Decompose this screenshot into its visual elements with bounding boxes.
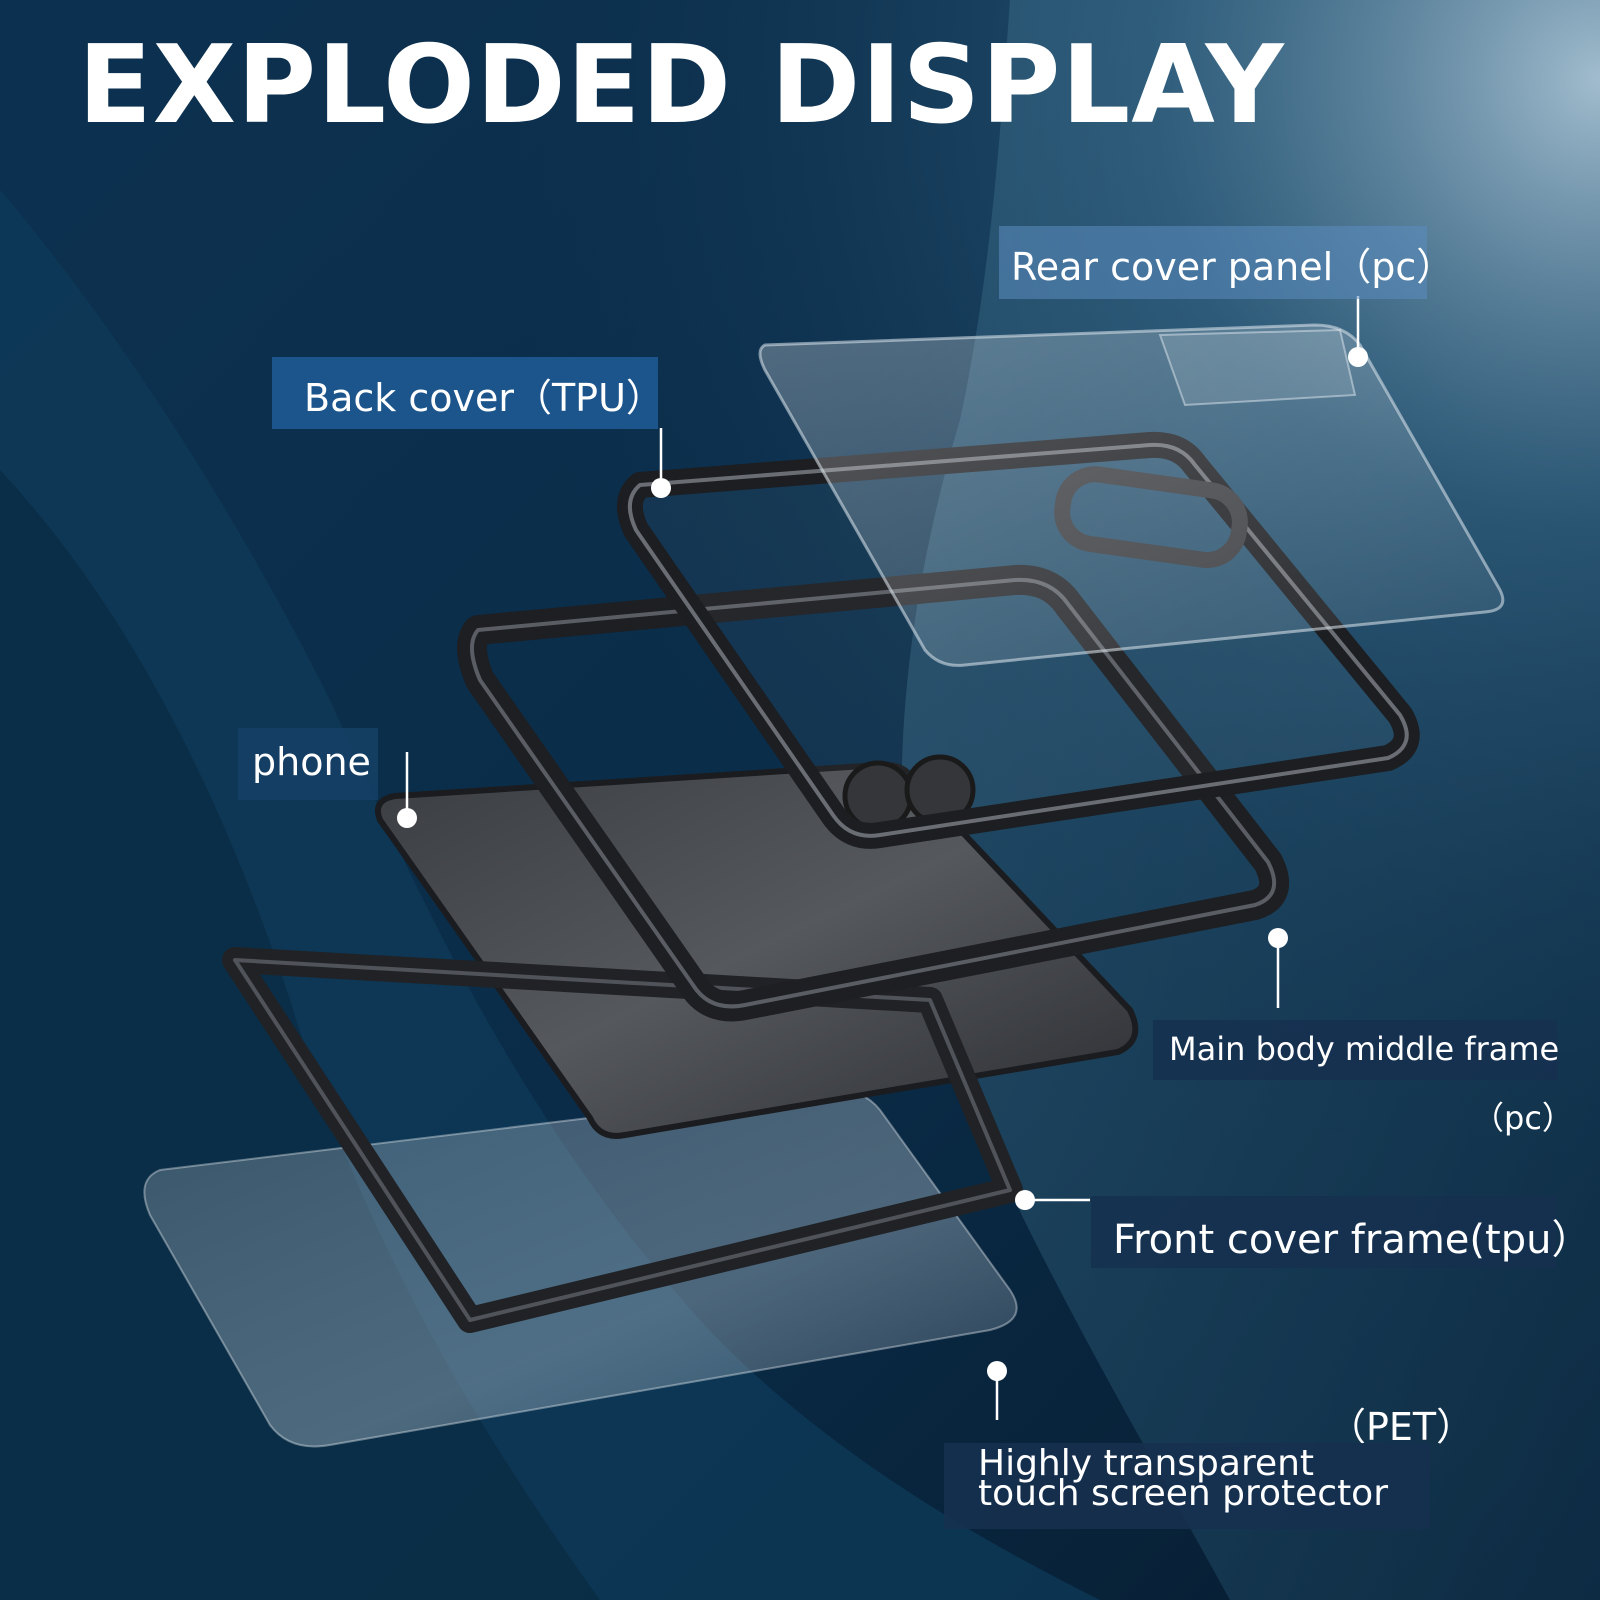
protector-material: （PET） (1328, 1405, 1475, 1449)
page-title: EXPLODED DISPLAY (78, 23, 1285, 148)
rear-cover-panel (758, 323, 1505, 667)
phone-label: phone (238, 728, 378, 800)
screen-protector-label: Highly transparent touch screen protecto… (944, 1443, 1430, 1529)
callout-lines (397, 296, 1368, 1420)
front-frame-label: Front cover frame(tpu） (1091, 1196, 1591, 1268)
middle-frame-material: （pc） (1472, 1099, 1574, 1137)
back-cover-label: Back cover（TPU） (272, 357, 664, 429)
rear-cover-label: Rear cover panel（pc） (999, 226, 1454, 299)
middle-frame-label: Main body middle frame (1153, 1020, 1559, 1080)
